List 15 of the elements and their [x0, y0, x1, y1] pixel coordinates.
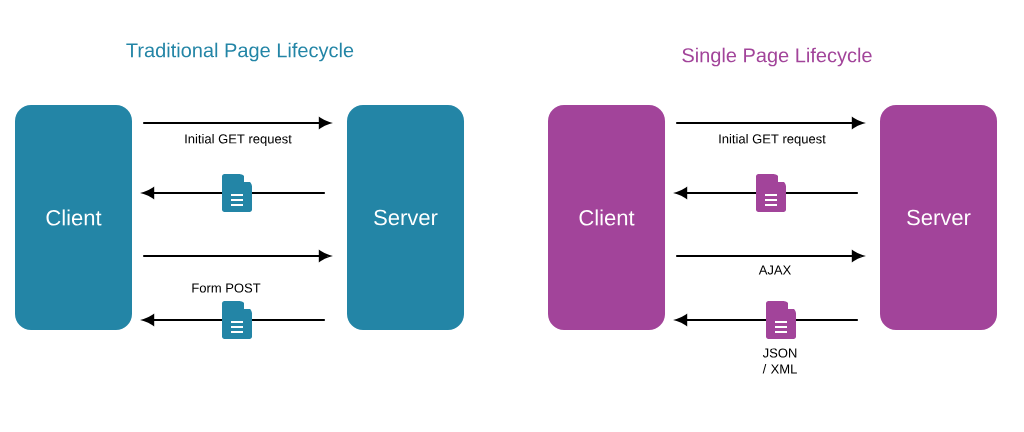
edge-label: Initial GET request: [185, 133, 292, 147]
edge-label: Form POST: [192, 283, 261, 293]
arrow: [676, 250, 864, 262]
rounded-box: Server: [880, 105, 997, 330]
edge-label: Initial GET request: [719, 133, 826, 147]
section-title: Traditional Page Lifecycle: [126, 42, 354, 62]
rounded-box: Client: [15, 105, 132, 330]
edge-label: JSON / XML: [762, 348, 797, 374]
arrow: [143, 250, 331, 262]
arrow: [143, 117, 331, 129]
section-title: Single Page Lifecycle: [682, 47, 872, 67]
arrow: [676, 117, 864, 129]
rounded-box: Server: [347, 105, 464, 330]
edge-label: AJAX: [758, 265, 791, 275]
rounded-box: Client: [548, 105, 665, 330]
